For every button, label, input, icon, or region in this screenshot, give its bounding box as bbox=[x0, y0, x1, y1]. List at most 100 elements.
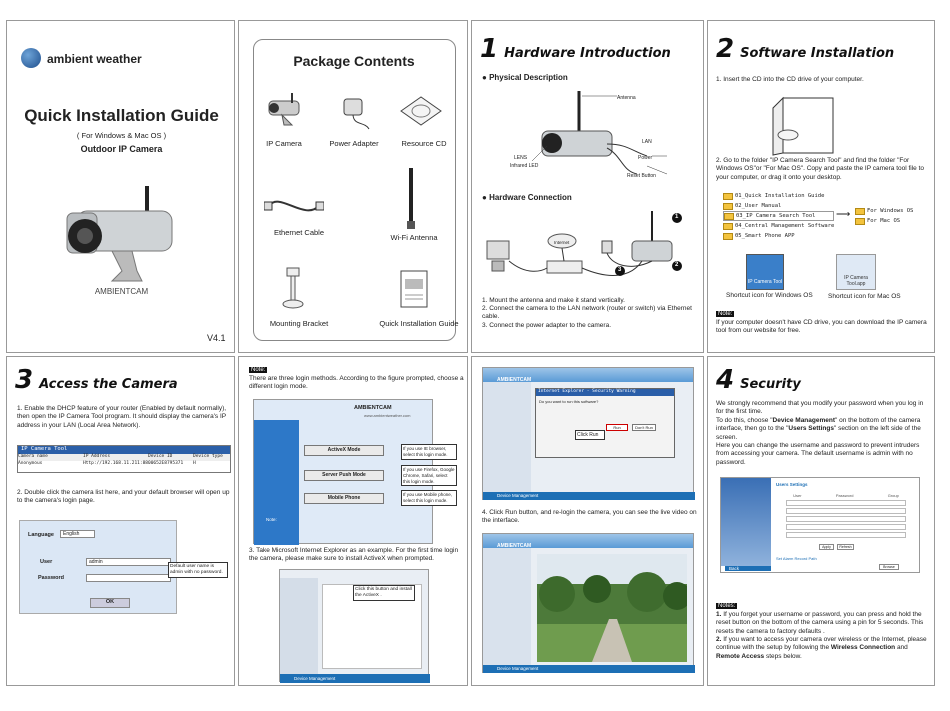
callout-antenna: Antenna bbox=[617, 95, 636, 101]
user-label: User bbox=[40, 559, 53, 565]
resource-cd-icon bbox=[400, 96, 442, 126]
folder-item[interactable]: 04_Central Management Software bbox=[723, 221, 834, 231]
security-dialog: Internet Explorer - Security Warning Do … bbox=[535, 388, 675, 458]
security-para-2: To do this, choose "Device Management" o… bbox=[716, 417, 921, 441]
folder-item[interactable]: 05_Smart Phone APP bbox=[723, 231, 834, 241]
camera-label: AMBIENTCAM bbox=[94, 287, 149, 296]
install-callout: Click this button and install the Active… bbox=[353, 585, 415, 601]
apply-button[interactable]: Apply bbox=[819, 544, 834, 550]
subfolder-mac[interactable]: For Mac OS bbox=[855, 216, 913, 226]
section-title: Software Installation bbox=[740, 46, 895, 61]
hw-step-1: 1. Mount the antenna and make it stand v… bbox=[482, 297, 625, 304]
live-header: AMBIENTCAM bbox=[483, 534, 693, 549]
click-run-callout: Click Run bbox=[575, 430, 605, 440]
folder-item[interactable]: 03_IP Camera Search Tool bbox=[723, 211, 835, 221]
callout-power: Power bbox=[638, 155, 653, 161]
diagram-internet: Internet bbox=[554, 240, 570, 245]
back-button[interactable]: Back bbox=[725, 566, 771, 571]
refresh-button[interactable]: Refresh bbox=[837, 544, 854, 550]
callout-lan: LAN bbox=[642, 139, 652, 145]
screen-site: www.ambientweather.com bbox=[364, 413, 411, 418]
screen-header: AMBIENTCAM bbox=[483, 368, 693, 383]
ok-button[interactable]: OK bbox=[90, 598, 130, 608]
folder-item[interactable]: 01_Quick Installation Guide bbox=[723, 191, 834, 201]
section-number: 2 bbox=[716, 34, 735, 64]
diagram-num-1: 1 bbox=[675, 214, 679, 220]
login-screen: Language English User admin Password OK bbox=[19, 520, 177, 614]
guide-icon bbox=[400, 270, 428, 308]
mac-tool-icon[interactable]: IP Camera Tool.app bbox=[836, 254, 876, 290]
hw-step-3: 3. Connect the power adapter to the came… bbox=[482, 322, 611, 329]
screen-brand: AMBIENTCAM bbox=[497, 377, 532, 383]
tool-titlebar: IP Camera Tool bbox=[18, 446, 230, 454]
run-button[interactable]: Run bbox=[606, 424, 628, 431]
windows-tool-icon[interactable]: IP Camera Tool bbox=[746, 254, 784, 290]
device-management-bar[interactable]: Device Management bbox=[483, 492, 695, 500]
password-field[interactable] bbox=[86, 574, 171, 582]
note-label: Note: bbox=[716, 311, 735, 317]
activex-sidebar bbox=[280, 578, 318, 675]
section-title: Security bbox=[740, 377, 801, 392]
user-field[interactable]: admin bbox=[86, 558, 171, 566]
camera-diagram bbox=[531, 91, 668, 175]
ip-camera-icon bbox=[268, 93, 300, 126]
alarm-path-label: Set Alarm Record Path bbox=[776, 556, 817, 561]
section-number: 4 bbox=[716, 365, 735, 395]
login-methods-panel: Note: There are three login methods. Acc… bbox=[238, 356, 468, 686]
screen-blue-left bbox=[254, 420, 299, 545]
folder-icon bbox=[723, 222, 733, 230]
cover-panel: ambient weather Quick Installation Guide… bbox=[6, 20, 235, 353]
software-heading: 2 Software Installation bbox=[716, 34, 894, 64]
folder-icon bbox=[855, 217, 865, 225]
subfolder-windows[interactable]: For Windows OS bbox=[855, 206, 913, 216]
folder-icon bbox=[855, 207, 865, 215]
item-wifi-antenna: Wi-Fi Antenna bbox=[390, 233, 438, 242]
ethernet-cable-icon bbox=[264, 200, 324, 212]
folder-icon bbox=[723, 202, 733, 210]
section-number: 1 bbox=[480, 34, 499, 64]
folder-icon bbox=[724, 212, 734, 220]
note-label: Note: bbox=[249, 367, 268, 373]
mobile-callout: If you use Mobile phone, select this log… bbox=[401, 490, 457, 506]
callout-infrared: Infrared LED bbox=[510, 163, 539, 169]
security-heading: 4 Security bbox=[716, 365, 801, 395]
item-ethernet-cable: Ethernet Cable bbox=[273, 228, 325, 237]
access-step-1: 1. Enable the DHCP feature of your route… bbox=[17, 405, 227, 429]
device-management-bar[interactable]: Device Management bbox=[483, 665, 695, 673]
folder-icon bbox=[723, 192, 733, 200]
dont-run-button[interactable]: Don't Run bbox=[632, 424, 656, 431]
camera-image bbox=[66, 186, 173, 282]
server-push-mode-button[interactable]: Server Push Mode bbox=[304, 470, 384, 481]
settings-sidebar bbox=[721, 478, 771, 566]
brand-name: ambient weather bbox=[47, 52, 142, 66]
power-adapter-icon bbox=[343, 98, 370, 130]
security-note-2: 2. If you want to access your camera ove… bbox=[716, 636, 927, 660]
liveview-step-4: 4. Click Run button, and re-login the ca… bbox=[482, 509, 697, 525]
activex-mode-button[interactable]: ActiveX Mode bbox=[304, 445, 384, 456]
hw-step-2: 2. Connect the camera to the LAN network… bbox=[482, 305, 692, 321]
item-resource-cd: Resource CD bbox=[401, 139, 447, 148]
package-panel: Package Contents IP Camera Power Adapter… bbox=[238, 20, 468, 353]
package-box bbox=[253, 39, 456, 341]
cd-drive-image bbox=[772, 96, 834, 156]
user-rows bbox=[786, 500, 916, 538]
note-text: If your computer doesn't have CD drive, … bbox=[716, 319, 927, 335]
cover-title: Quick Installation Guide bbox=[24, 106, 219, 125]
version: V4.1 bbox=[207, 333, 226, 343]
browse-button[interactable]: Browse bbox=[879, 564, 899, 570]
item-mounting-bracket: Mounting Bracket bbox=[269, 319, 329, 328]
shortcut-windows-caption: Shortcut icon for Windows OS bbox=[726, 292, 813, 299]
device-management-bar[interactable]: Device Management bbox=[280, 674, 430, 683]
mobile-phone-button[interactable]: Mobile Phone bbox=[304, 493, 384, 504]
language-select[interactable]: English bbox=[60, 530, 95, 538]
folder-item[interactable]: 02_User Manual bbox=[723, 201, 834, 211]
login-note-text: There are three login methods. According… bbox=[249, 375, 464, 391]
